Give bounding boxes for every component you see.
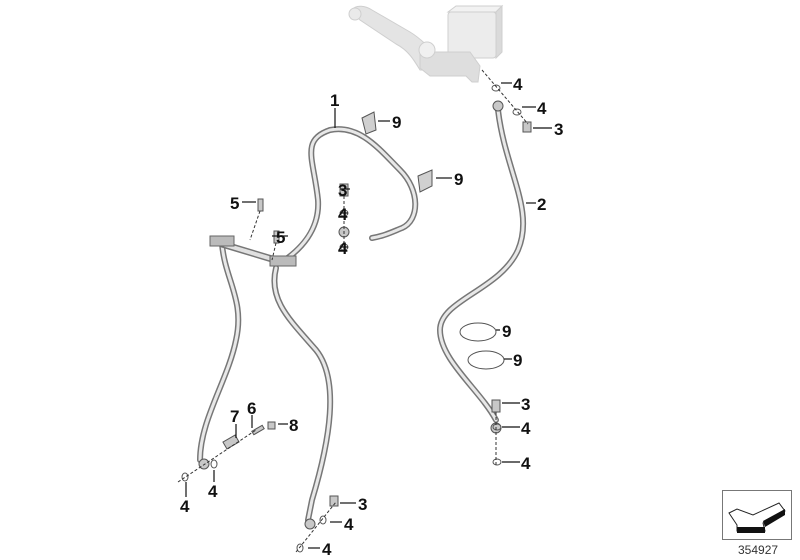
callout-label[interactable]: 4: [537, 99, 547, 118]
callout-label[interactable]: 9: [513, 351, 523, 370]
callout-label[interactable]: 9: [502, 322, 512, 341]
callout-label[interactable]: 3: [338, 181, 348, 200]
callout-label[interactable]: 7: [230, 407, 240, 426]
callout-label[interactable]: 8: [289, 416, 299, 435]
callout-label[interactable]: 4: [521, 454, 531, 473]
callout-label[interactable]: 4: [338, 205, 348, 224]
callout-label[interactable]: 3: [554, 120, 564, 139]
washer-icon: [491, 84, 501, 92]
bracket-icon: [269, 255, 297, 267]
callout-label[interactable]: 4: [344, 515, 354, 534]
hose-clip-icon: [459, 322, 497, 342]
banjo-fitting-icon: [198, 458, 210, 470]
callout-label[interactable]: 2: [537, 195, 547, 214]
callout-label[interactable]: 4: [180, 497, 190, 516]
callout-label[interactable]: 9: [454, 170, 464, 189]
washer-icon: [492, 423, 502, 431]
washer-icon: [181, 472, 189, 482]
bracket-icon: [209, 235, 235, 247]
banjo-bolt-icon: [491, 399, 501, 413]
callout-label[interactable]: 3: [521, 395, 531, 414]
bleed-screw-icon: [251, 424, 265, 436]
hose-clip-icon: [417, 169, 433, 193]
callout-label[interactable]: 4: [338, 239, 348, 258]
callout-label[interactable]: 4: [322, 540, 332, 559]
callout-label[interactable]: 4: [521, 419, 531, 438]
callout-label[interactable]: 1: [330, 91, 340, 110]
callout-label[interactable]: 4: [208, 482, 218, 501]
callout-label[interactable]: 4: [513, 75, 523, 94]
brake-hose-2: [436, 107, 527, 423]
washer-icon: [210, 459, 218, 469]
document-number: 354927: [738, 543, 779, 557]
navigation-button[interactable]: [722, 490, 792, 540]
screw-icon: [257, 198, 264, 212]
dust-cap-icon: [267, 421, 276, 430]
bleed-valve-body-icon: [222, 434, 240, 450]
washer-icon: [512, 108, 522, 116]
banjo-bolt-icon: [329, 495, 339, 507]
washer-icon: [296, 543, 304, 553]
master-cylinder-icon: [348, 4, 504, 83]
callout-label[interactable]: 3: [358, 495, 368, 514]
washer-icon: [319, 515, 327, 525]
brake-hose-1: [279, 126, 419, 265]
washer-icon: [492, 458, 502, 466]
brake-hose-left-b: [218, 240, 334, 523]
hose-clip-icon: [467, 350, 505, 370]
assembly-axes: [177, 69, 529, 553]
banjo-fitting-icon: [492, 100, 504, 112]
callout-label[interactable]: 9: [392, 113, 402, 132]
callout-label[interactable]: 5: [230, 194, 240, 213]
callout-label[interactable]: 6: [247, 399, 257, 418]
hose-clip-icon: [361, 111, 377, 135]
banjo-bolt-icon: [522, 121, 532, 133]
navigation-arrow-icon: [728, 502, 786, 533]
screw-icon: [273, 230, 280, 244]
callout-label[interactable]: 5: [276, 228, 286, 247]
brake-hose-left-a: [197, 241, 242, 463]
banjo-fitting-icon: [304, 518, 316, 530]
